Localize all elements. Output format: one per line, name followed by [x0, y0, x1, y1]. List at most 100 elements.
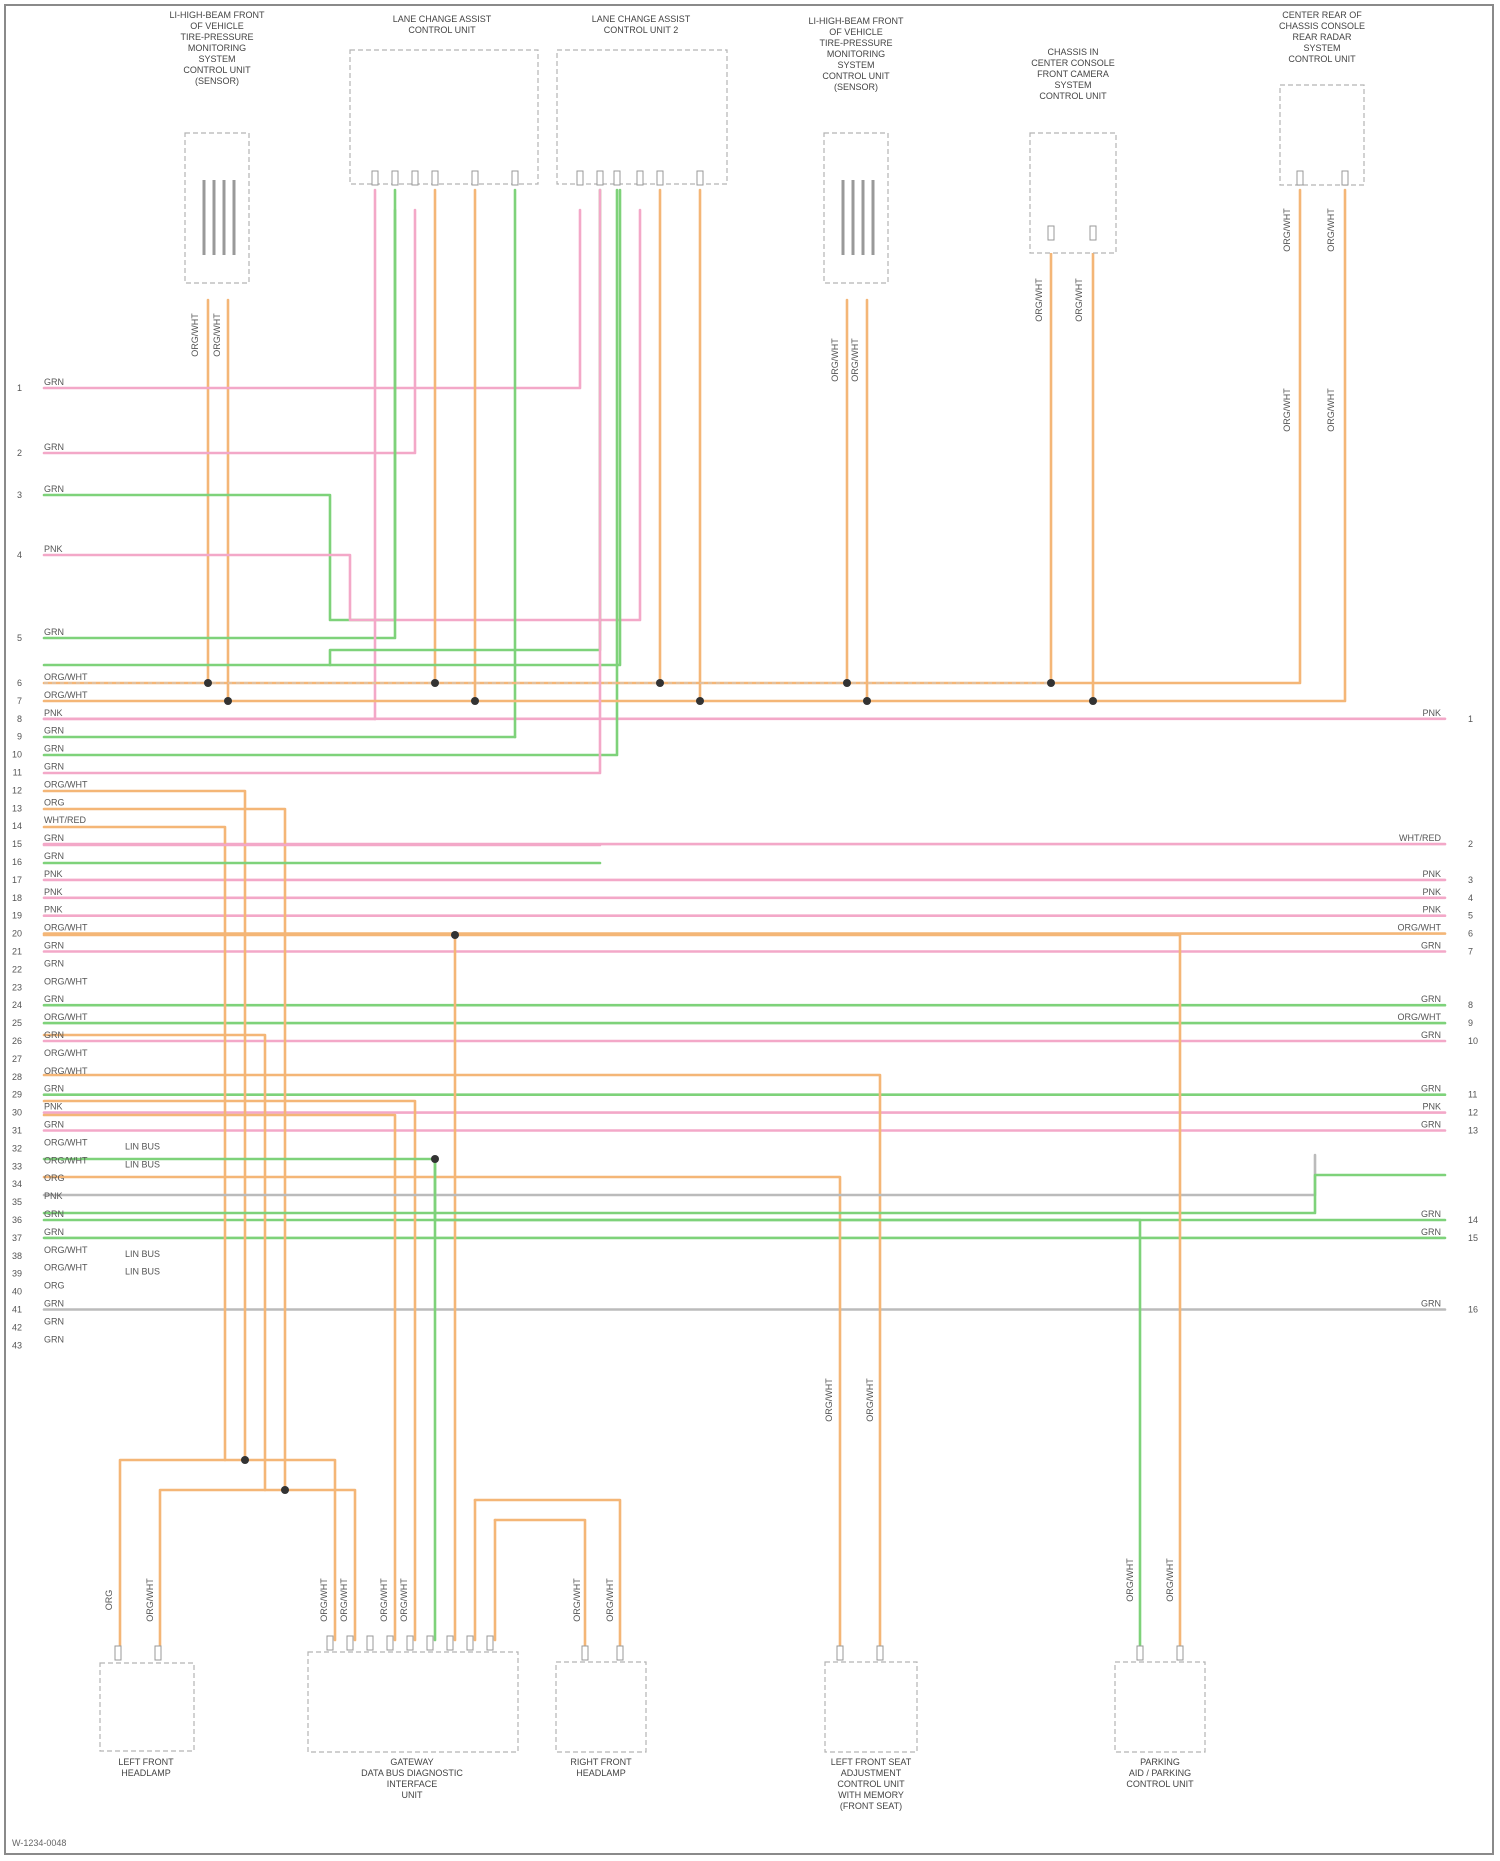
wire: [120, 1460, 245, 1650]
row-right-number: 6: [1468, 929, 1473, 939]
wire: [475, 1500, 620, 1650]
row-right-number: 12: [1468, 1108, 1478, 1118]
component-label: REAR RADAR: [1292, 32, 1352, 42]
row-number: 31: [12, 1126, 22, 1136]
row-number: 19: [12, 911, 22, 921]
row-number: 15: [12, 839, 22, 849]
row-wire-tag: ORG/WHT: [44, 1245, 88, 1255]
row-right-number: 3: [1468, 875, 1473, 885]
row-wire-tag: GRN: [44, 833, 64, 843]
row-wire-tag: ORG/WHT: [44, 1137, 88, 1147]
row-right-tag: GRN: [1421, 1299, 1441, 1309]
row-wire-tag: GRN: [44, 1227, 64, 1237]
connector-pin: [617, 1646, 623, 1660]
component-box-top: [1030, 133, 1116, 253]
connector-pin: [472, 171, 478, 185]
row-right-tag: GRN: [1421, 1030, 1441, 1040]
row-number: 42: [12, 1322, 22, 1332]
row-number: 34: [12, 1179, 22, 1189]
connector-pin: [637, 171, 643, 185]
connector-pin: [407, 1636, 413, 1650]
row-number: 8: [17, 714, 22, 724]
row-number: 40: [12, 1287, 22, 1297]
splice-dot: [471, 697, 479, 705]
row-right-tag: GRN: [1421, 994, 1441, 1004]
row-wire-tag: ORG: [44, 1281, 65, 1291]
row-number: 20: [12, 929, 22, 939]
row-number: 7: [17, 696, 22, 706]
row-number: 29: [12, 1090, 22, 1100]
row-wire-tag: GRN: [44, 377, 64, 387]
row-right-number: 2: [1468, 839, 1473, 849]
row-number: 22: [12, 964, 22, 974]
connector-pin: [432, 171, 438, 185]
component-box-bottom: [100, 1663, 194, 1751]
row-wire-tag: GRN: [44, 627, 64, 637]
row-right-tag: PNK: [1422, 887, 1441, 897]
splice-dot: [451, 931, 459, 939]
wire-tag: ORG/WHT: [1282, 208, 1292, 252]
connector-pin: [155, 1646, 161, 1660]
connector-pin: [512, 171, 518, 185]
row-wire-tag: ORG/WHT: [44, 672, 88, 682]
wire-tag: ORG/WHT: [1034, 278, 1044, 322]
row-wire-tag: PNK: [44, 1191, 63, 1201]
row-right-tag: PNK: [1422, 869, 1441, 879]
row-number: 38: [12, 1251, 22, 1261]
row-number: 5: [17, 633, 22, 643]
component-label: INTERFACE: [387, 1779, 438, 1789]
connector-pin: [427, 1636, 433, 1650]
wire-tag: ORG/WHT: [850, 338, 860, 382]
component-box-bottom: [825, 1662, 917, 1752]
wire: [44, 1155, 1315, 1195]
component-label: (FRONT SEAT): [840, 1801, 902, 1811]
row-number: 10: [12, 750, 22, 760]
row-right-tag: GRN: [1421, 1227, 1441, 1237]
connector-pin: [614, 171, 620, 185]
row-number: 37: [12, 1233, 22, 1243]
row-wire-tag: ORG: [44, 797, 65, 807]
component-label: TIRE-PRESSURE: [180, 32, 253, 42]
wire-tag: ORG/WHT: [865, 1378, 875, 1422]
splice-dot: [1047, 679, 1055, 687]
wire-tag: ORG/WHT: [1165, 1558, 1175, 1602]
wire: [44, 210, 640, 620]
component-label: GATEWAY: [390, 1757, 433, 1767]
splice-dot: [656, 679, 664, 687]
splice-dot: [281, 1486, 289, 1494]
wire: [44, 190, 600, 773]
row-wire-tag: GRN: [44, 941, 64, 951]
row-number: 16: [12, 857, 22, 867]
splice-dot: [431, 1155, 439, 1163]
component-box-top: [1280, 85, 1364, 185]
row-right-tag: GRN: [1421, 1120, 1441, 1130]
connector-pin: [327, 1636, 333, 1650]
row-wire-tag: GRN: [44, 442, 64, 452]
wire-tag: ORG/WHT: [145, 1578, 155, 1622]
row-wire-tag: ORG/WHT: [44, 1066, 88, 1076]
component-box-bottom: [556, 1662, 646, 1752]
row-wire-tag: GRN: [44, 744, 64, 754]
wire-tag: ORG/WHT: [379, 1578, 389, 1622]
row-number: 9: [17, 732, 22, 742]
wire: [44, 210, 580, 388]
row-number: 32: [12, 1143, 22, 1153]
component-label: PARKING: [1140, 1757, 1180, 1767]
connector-pin: [837, 1646, 843, 1660]
component-box-top: [557, 50, 727, 184]
row-number: 23: [12, 982, 22, 992]
row-note: LIN BUS: [125, 1267, 160, 1277]
wire: [160, 1490, 285, 1650]
row-right-number: 10: [1468, 1036, 1478, 1046]
row-wire-tag: GRN: [44, 994, 64, 1004]
component-label: AID / PARKING: [1129, 1768, 1191, 1778]
row-wire-tag: PNK: [44, 869, 63, 879]
wire: [44, 1159, 435, 1640]
wire-tag: ORG/WHT: [824, 1378, 834, 1422]
wire: [44, 190, 617, 755]
connector-pin: [387, 1636, 393, 1650]
row-wire-tag: ORG/WHT: [44, 1048, 88, 1058]
wire: [44, 1101, 415, 1640]
component-label: CONTROL UNIT 2: [604, 25, 679, 35]
